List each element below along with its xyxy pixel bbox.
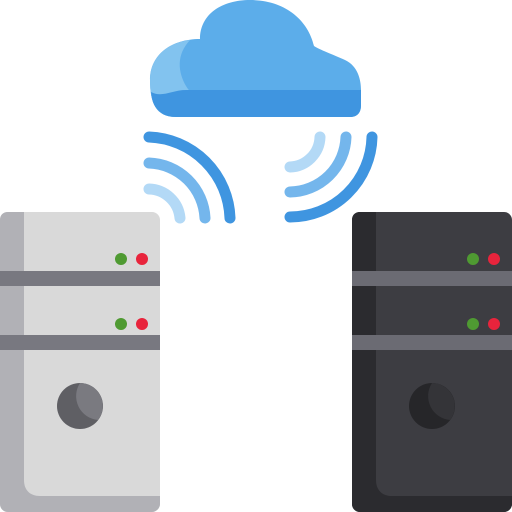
drive-bay-2 xyxy=(352,335,512,350)
status-led-red xyxy=(136,318,148,330)
status-led-red xyxy=(488,318,500,330)
signal-arc-outer xyxy=(143,131,236,224)
status-led-green xyxy=(467,318,479,330)
server-body xyxy=(352,212,512,512)
status-led-red xyxy=(488,253,500,265)
server-body xyxy=(0,212,160,512)
status-led-green xyxy=(115,318,127,330)
cloud-base xyxy=(151,90,361,117)
signal-arc-inner xyxy=(284,131,326,173)
cloud-body xyxy=(150,0,361,117)
wifi-signal-left-icon xyxy=(143,131,236,224)
signal-arc-inner xyxy=(143,183,186,224)
server-tower-light xyxy=(0,212,160,512)
drive-bay-2 xyxy=(0,335,160,350)
signal-arc-middle xyxy=(143,157,211,224)
signal-arc-outer xyxy=(284,131,378,223)
server-side-shade xyxy=(0,212,160,512)
power-button-highlight xyxy=(428,383,455,420)
wifi-signal-right-icon xyxy=(284,131,378,223)
server-side-shade xyxy=(352,212,512,512)
signal-arc-middle xyxy=(284,131,352,198)
power-button[interactable] xyxy=(409,383,455,429)
status-led-green xyxy=(115,253,127,265)
power-button-highlight xyxy=(76,383,103,420)
cloud-icon xyxy=(150,0,361,117)
status-led-green xyxy=(467,253,479,265)
drive-bay-1 xyxy=(0,271,160,286)
power-button[interactable] xyxy=(57,383,103,429)
drive-bay-1 xyxy=(352,271,512,286)
status-led-red xyxy=(136,253,148,265)
server-tower-dark xyxy=(352,212,512,512)
